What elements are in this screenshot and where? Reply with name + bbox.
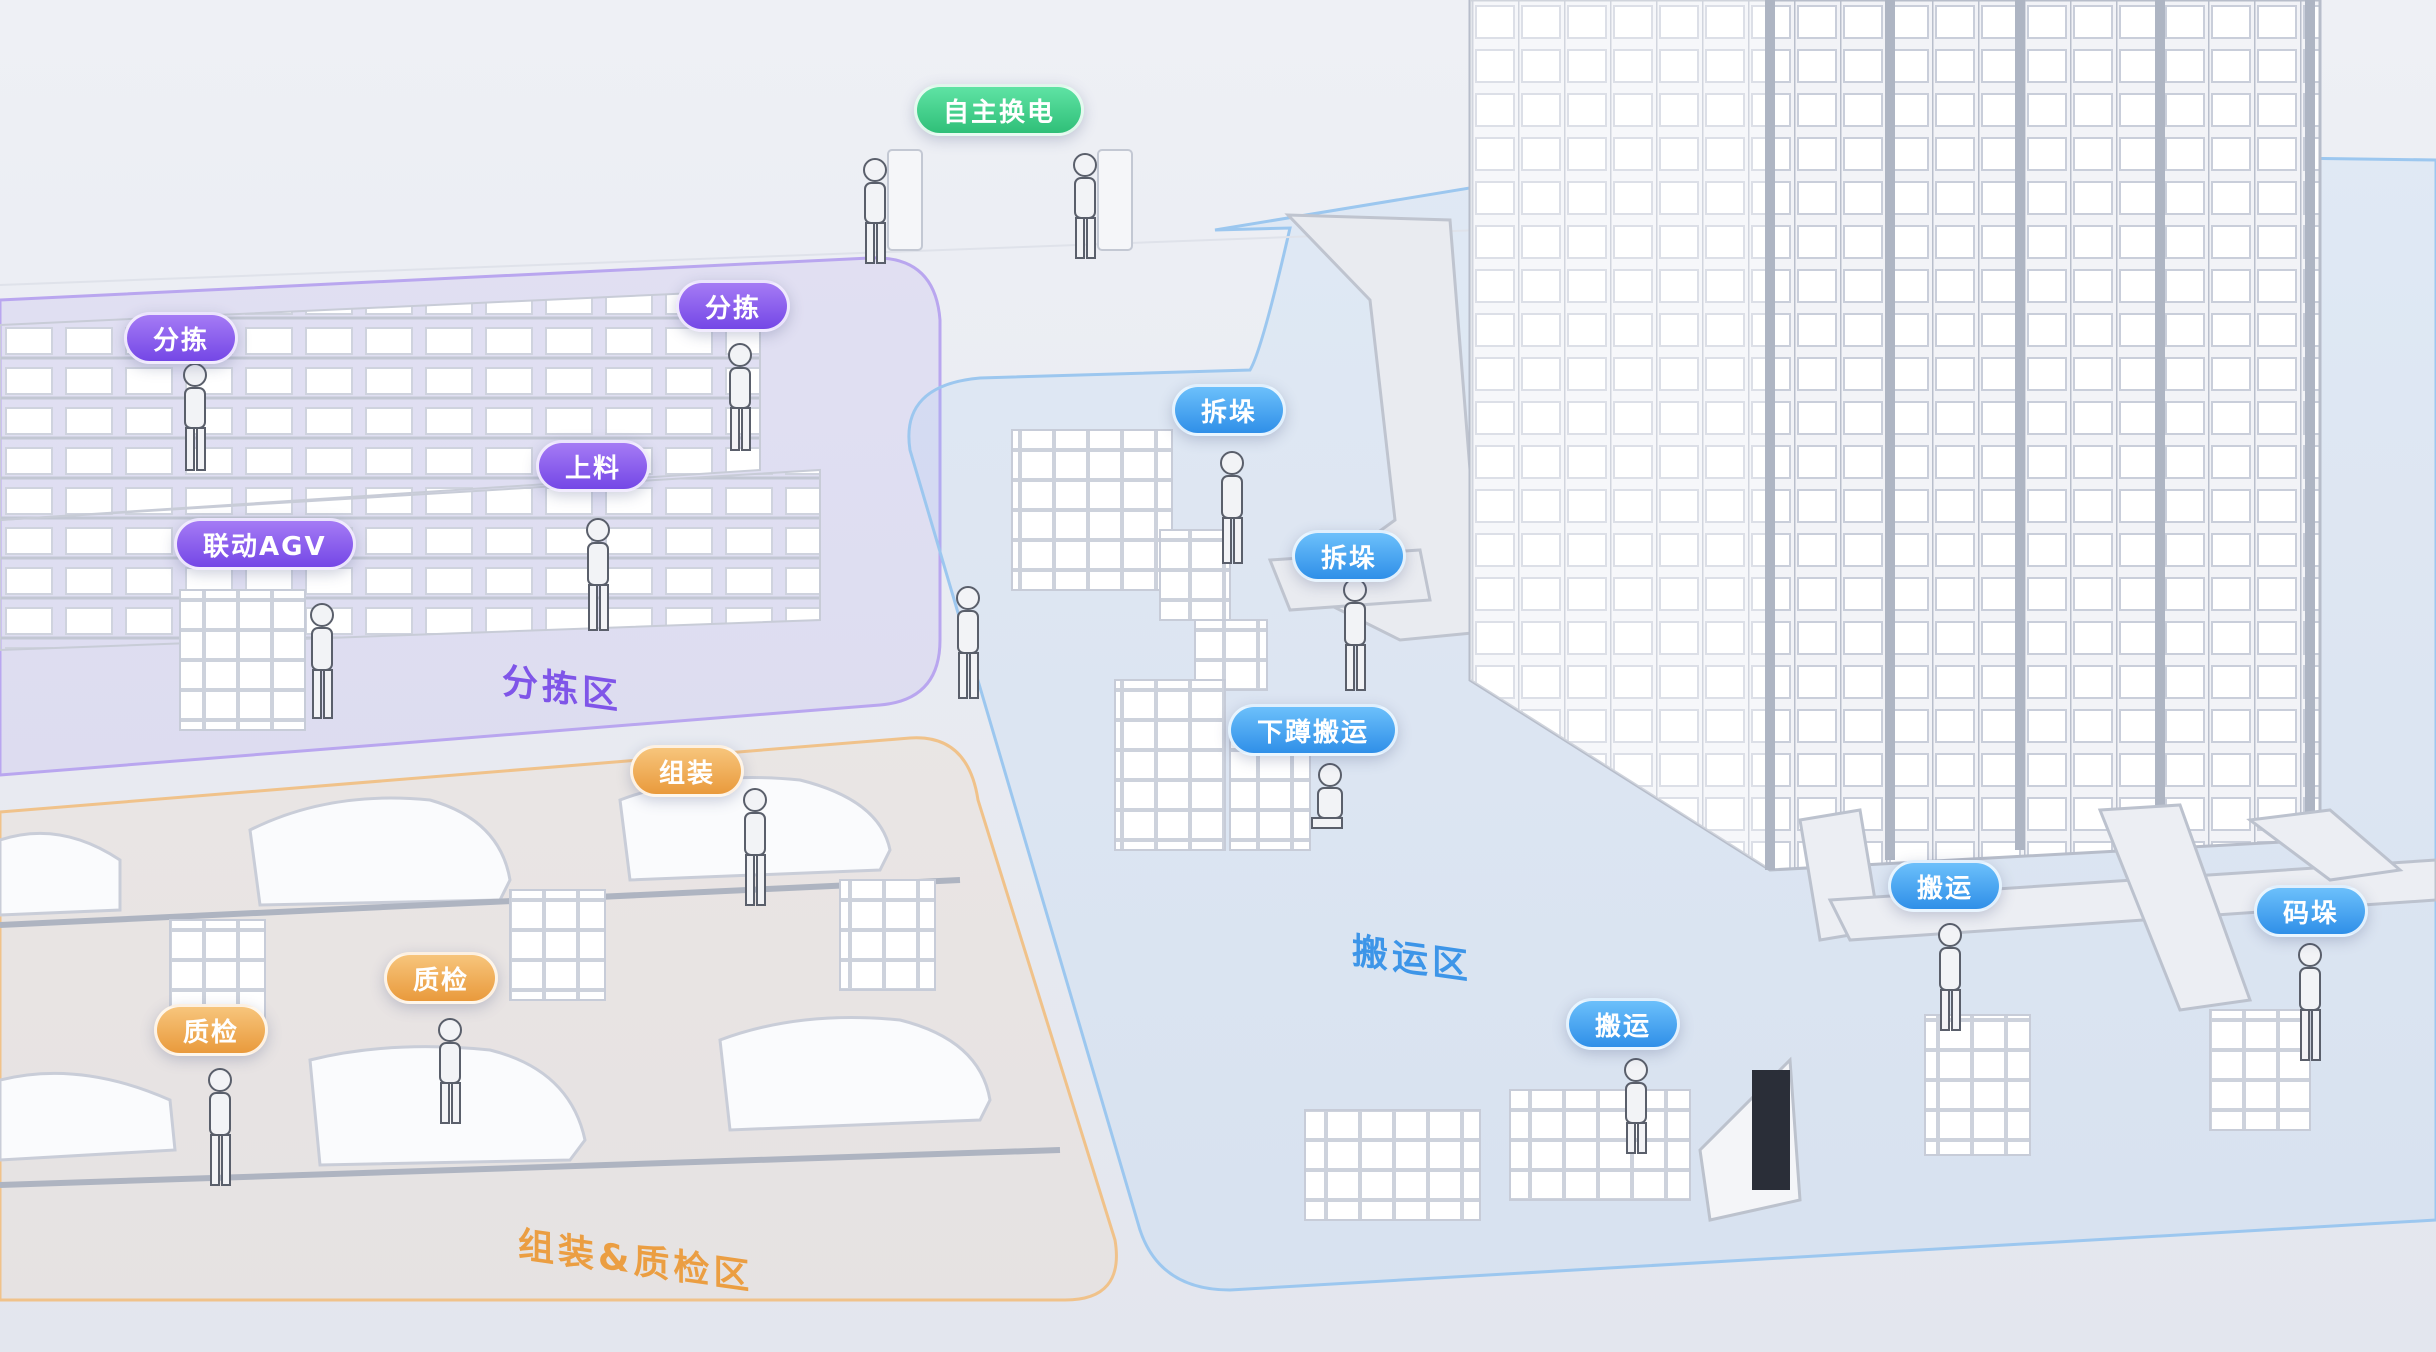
tag-inspection-2[interactable]: 质检 xyxy=(154,1004,269,1056)
pallet-stacks xyxy=(1011,429,1311,851)
carts xyxy=(1304,1089,1691,1221)
tag-feeding[interactable]: 上料 xyxy=(536,440,651,492)
tag-agv-linkage[interactable]: 联动AGV xyxy=(174,518,356,570)
tag-assembly[interactable]: 组装 xyxy=(630,745,745,797)
battery-swap-station xyxy=(887,149,1133,251)
high-bay-rack xyxy=(1468,0,2322,872)
tag-battery-swap[interactable]: 自主换电 xyxy=(914,84,1085,136)
humanoid-robots xyxy=(183,153,2322,1186)
tag-carry-2[interactable]: 搬运 xyxy=(1566,998,1681,1050)
tag-sorting-2[interactable]: 分拣 xyxy=(676,280,791,332)
assembly-lines xyxy=(0,877,1061,1188)
assembly-crates xyxy=(169,879,936,1021)
outbound-conveyor xyxy=(1798,803,2436,1012)
tag-carry[interactable]: 搬运 xyxy=(1888,860,2003,912)
agv-robot xyxy=(1698,1056,1802,1222)
tag-unstack[interactable]: 拆垛 xyxy=(1172,384,1287,436)
outbound-crates xyxy=(1924,1009,2311,1156)
tag-squat-carry[interactable]: 下蹲搬运 xyxy=(1228,704,1399,756)
tag-unstack-2[interactable]: 拆垛 xyxy=(1292,530,1407,582)
tag-sorting[interactable]: 分拣 xyxy=(124,312,239,364)
tag-inspection[interactable]: 质检 xyxy=(384,952,499,1004)
tag-palletize[interactable]: 码垛 xyxy=(2254,885,2369,937)
